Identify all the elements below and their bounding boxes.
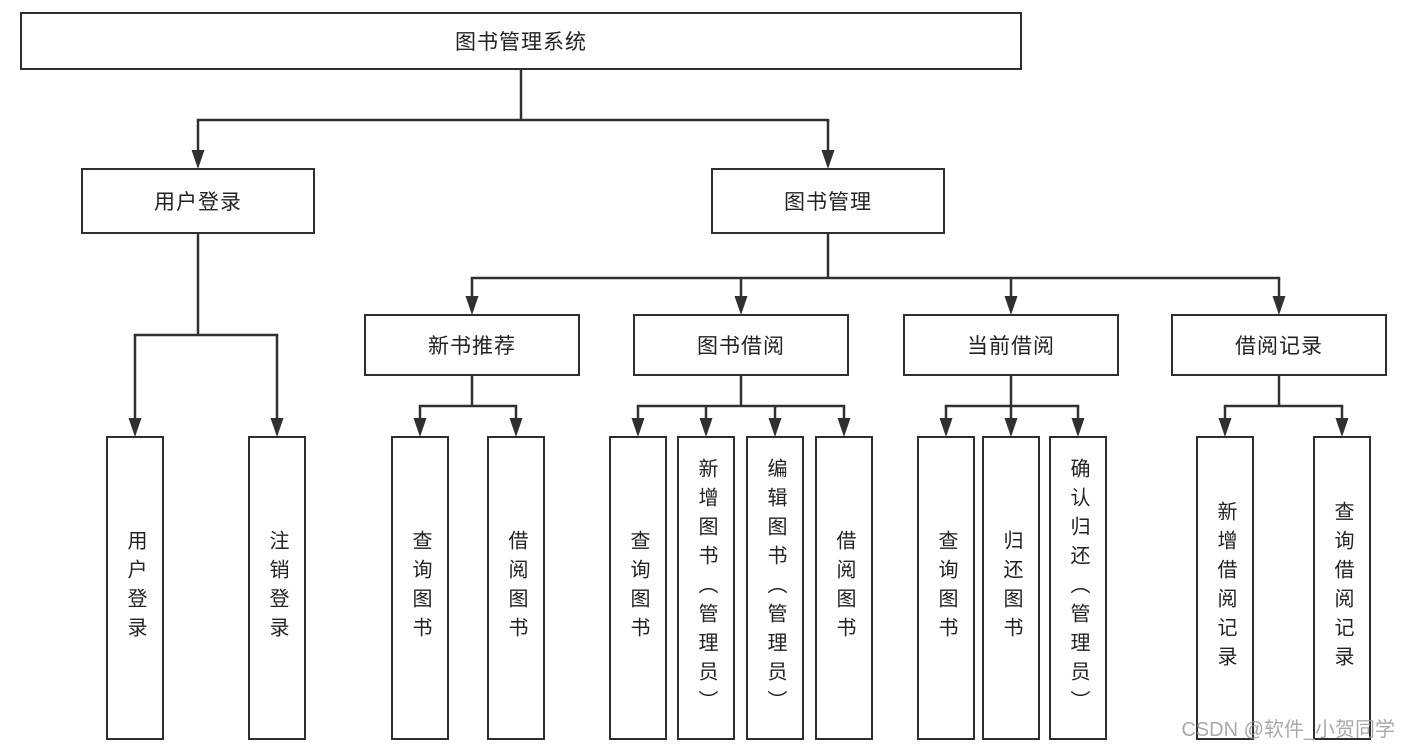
leaf-query-borrow-record-label: 查询借阅记录 xyxy=(1331,501,1353,675)
leaf-edit-books-admin-label: 编辑图书（管理员） xyxy=(764,457,786,719)
node-current-borrowing-label: 当前借阅 xyxy=(967,335,1055,358)
arrowhead-down-icon xyxy=(509,418,523,437)
arrowhead-down-icon xyxy=(821,150,835,169)
leaf-query-borrow-record: 查询借阅记录 xyxy=(1313,436,1371,740)
leaf-return-books-label: 归还图书 xyxy=(1000,530,1022,646)
leaf-logout: 注销登录 xyxy=(248,436,306,740)
leaf-return-books: 归还图书 xyxy=(982,436,1040,740)
arrowhead-down-icon xyxy=(1218,418,1232,437)
leaf-query-books-borrowing-label: 查询图书 xyxy=(627,530,649,646)
leaf-edit-books-admin: 编辑图书（管理员） xyxy=(746,436,804,740)
arrowhead-down-icon xyxy=(413,418,427,437)
leaf-query-books-recommend-label: 查询图书 xyxy=(409,530,431,646)
node-library-management-system: 图书管理系统 xyxy=(20,12,1022,70)
leaf-query-books-borrowing: 查询图书 xyxy=(609,436,667,740)
leaf-confirm-return-admin-label: 确认归还（管理员） xyxy=(1067,457,1089,719)
node-borrowing-records-label: 借阅记录 xyxy=(1235,335,1323,358)
leaf-user-login: 用户登录 xyxy=(106,436,164,740)
node-library-management-system-label: 图书管理系统 xyxy=(455,31,587,54)
arrowhead-down-icon xyxy=(734,296,748,315)
node-book-management-label: 图书管理 xyxy=(784,191,872,214)
leaf-add-borrow-record: 新增借阅记录 xyxy=(1196,436,1254,740)
csdn-watermark: CSDN @软件_小贺同学 xyxy=(1181,719,1395,741)
arrowhead-down-icon xyxy=(1071,418,1085,437)
node-book-management: 图书管理 xyxy=(711,168,945,234)
leaf-borrow-books-borrowing: 借阅图书 xyxy=(815,436,873,740)
leaf-user-login-label: 用户登录 xyxy=(124,530,146,646)
leaf-borrow-books-borrowing-label: 借阅图书 xyxy=(833,530,855,646)
arrowhead-down-icon xyxy=(1272,296,1286,315)
arrowhead-down-icon xyxy=(270,418,284,437)
arrowhead-down-icon xyxy=(465,296,479,315)
leaf-query-books-recommend: 查询图书 xyxy=(391,436,449,740)
node-user-login-label: 用户登录 xyxy=(154,191,242,214)
arrowhead-down-icon xyxy=(768,418,782,437)
leaf-add-borrow-record-label: 新增借阅记录 xyxy=(1214,501,1236,675)
arrowhead-down-icon xyxy=(191,150,205,169)
arrowhead-down-icon xyxy=(699,418,713,437)
leaf-borrow-books-recommend: 借阅图书 xyxy=(487,436,545,740)
leaf-add-books-admin: 新增图书（管理员） xyxy=(677,436,735,740)
node-new-book-recommend: 新书推荐 xyxy=(364,314,580,376)
leaf-add-books-admin-label: 新增图书（管理员） xyxy=(695,457,717,719)
arrowhead-down-icon xyxy=(1004,296,1018,315)
node-user-login: 用户登录 xyxy=(81,168,315,234)
arrowhead-down-icon xyxy=(837,418,851,437)
leaf-query-books-current-label: 查询图书 xyxy=(935,530,957,646)
arrowhead-down-icon xyxy=(631,418,645,437)
leaf-logout-label: 注销登录 xyxy=(266,530,288,646)
node-current-borrowing: 当前借阅 xyxy=(903,314,1119,376)
arrowhead-down-icon xyxy=(939,418,953,437)
node-borrowing-records: 借阅记录 xyxy=(1171,314,1387,376)
arrowhead-down-icon xyxy=(1335,418,1349,437)
leaf-borrow-books-recommend-label: 借阅图书 xyxy=(505,530,527,646)
node-book-borrowing: 图书借阅 xyxy=(633,314,849,376)
leaf-query-books-current: 查询图书 xyxy=(917,436,975,740)
node-new-book-recommend-label: 新书推荐 xyxy=(428,335,516,358)
arrowhead-down-icon xyxy=(1004,418,1018,437)
leaf-confirm-return-admin: 确认归还（管理员） xyxy=(1049,436,1107,740)
node-book-borrowing-label: 图书借阅 xyxy=(697,335,785,358)
arrowhead-down-icon xyxy=(128,418,142,437)
